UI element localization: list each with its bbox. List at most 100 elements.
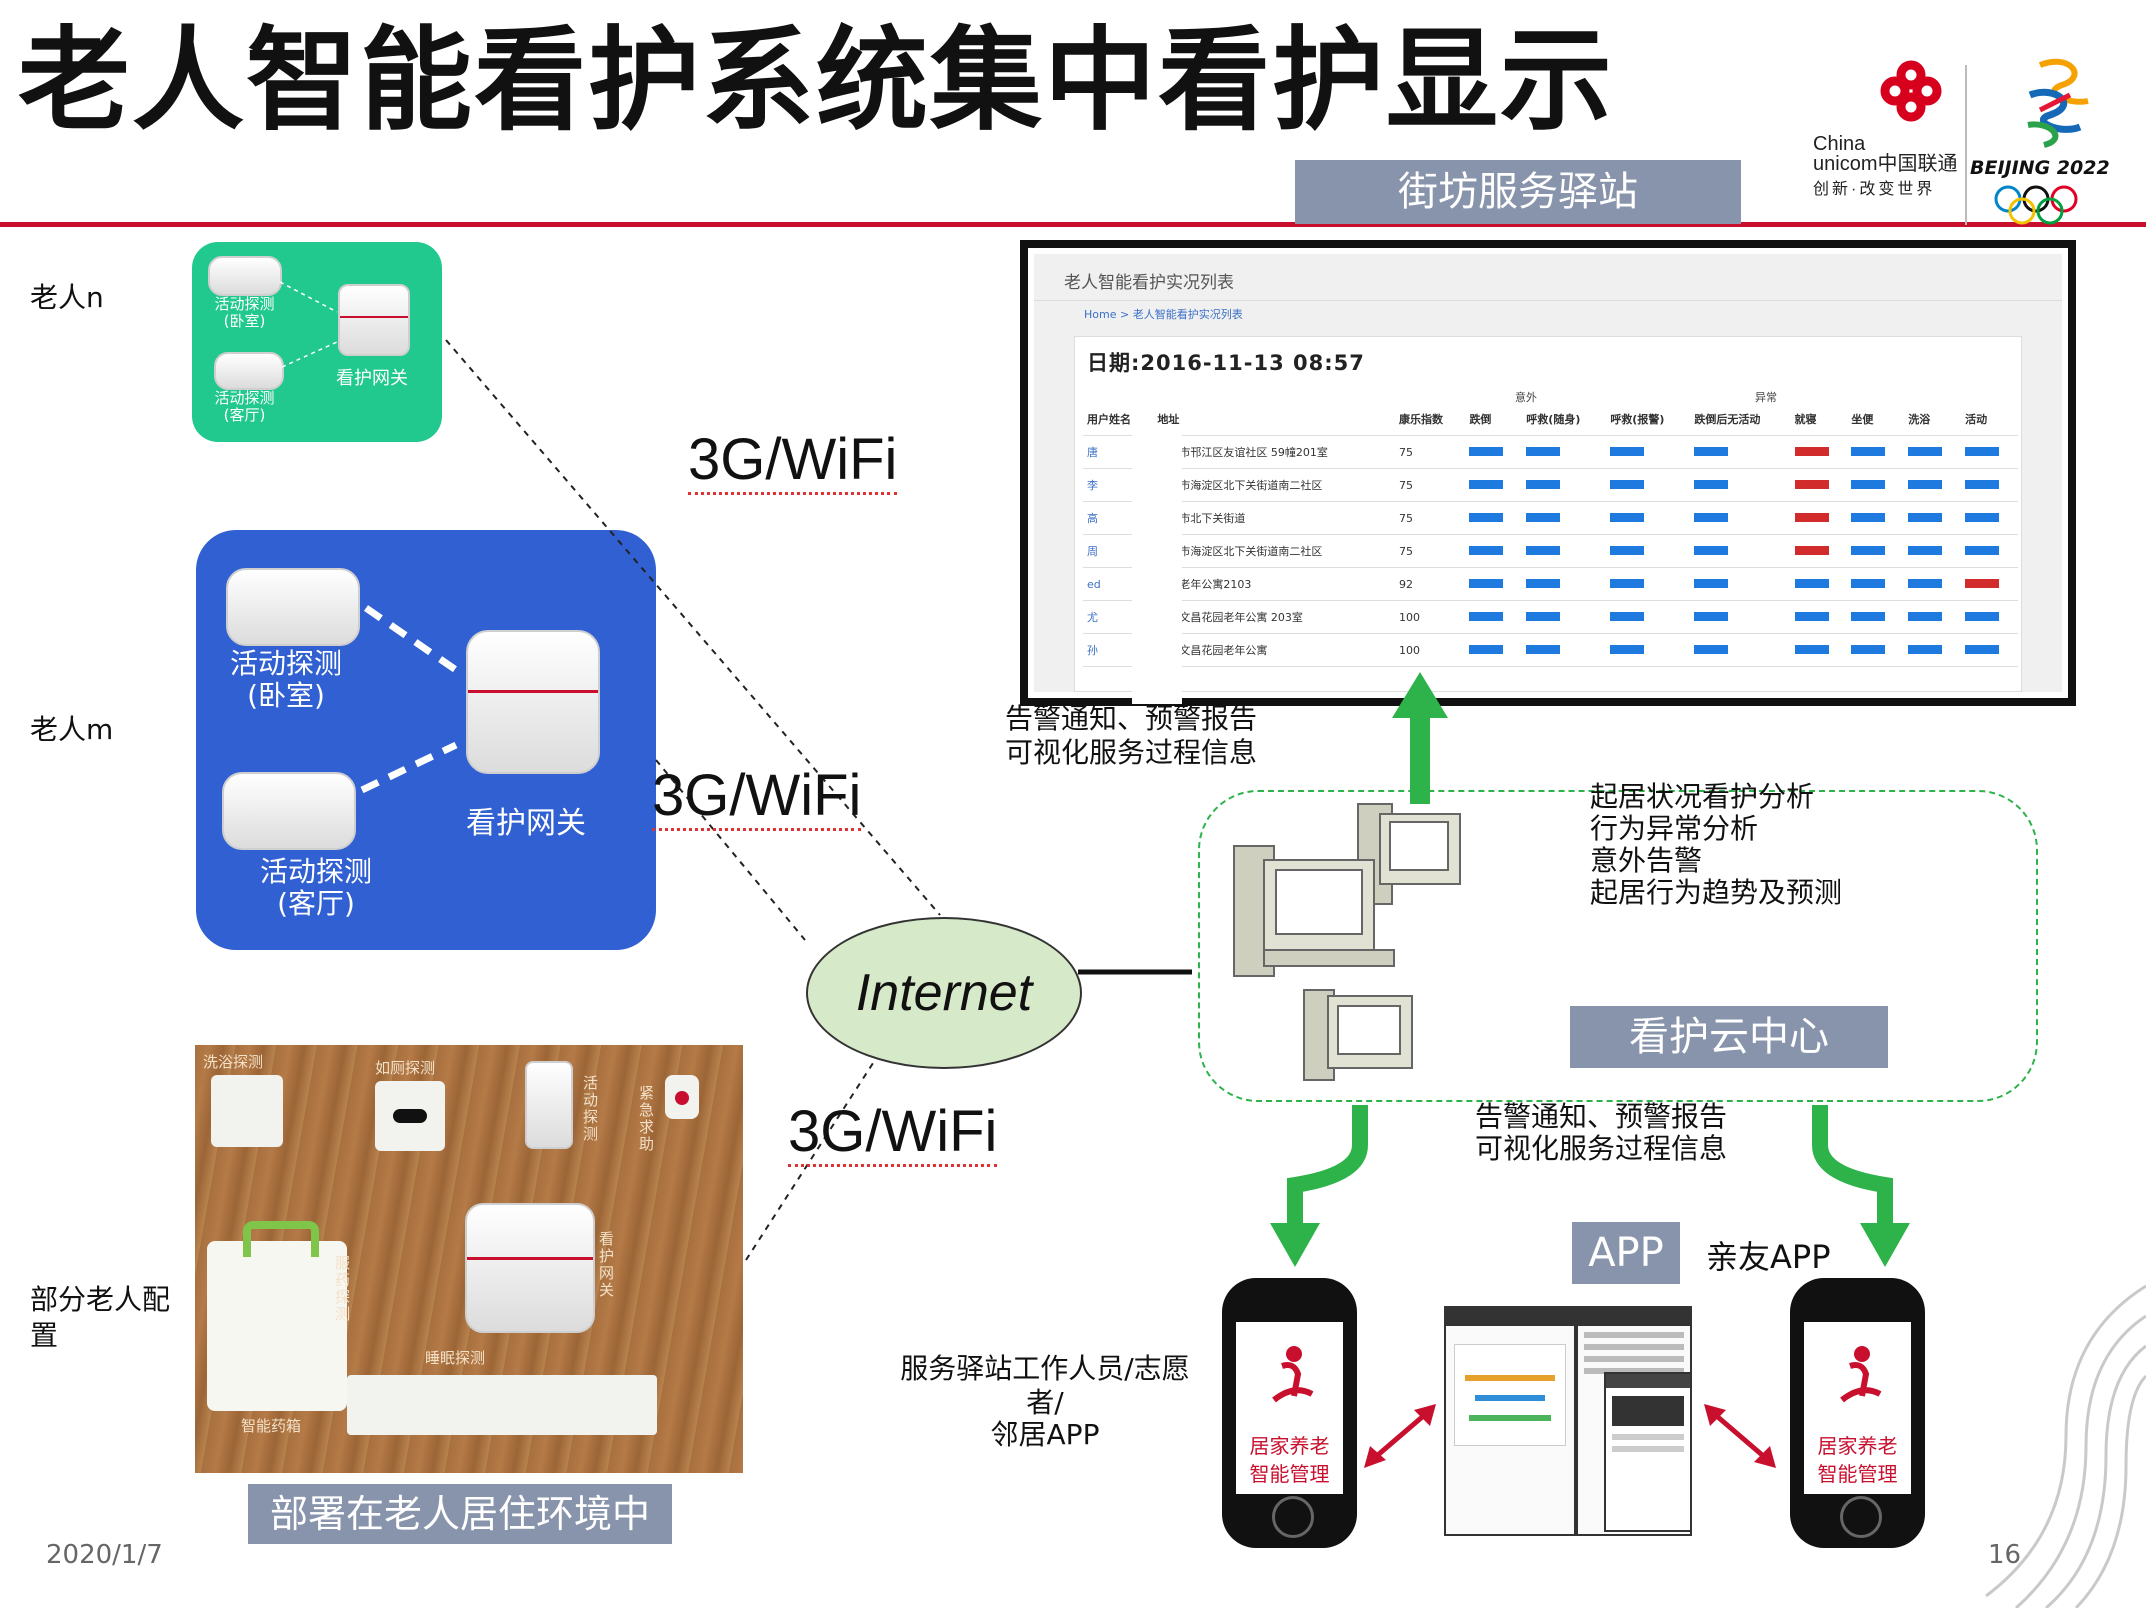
monitor-screen: 老人智能看护实况列表 Home > 老人智能看护实况列表 日期:2016-11-…: [1020, 240, 2076, 706]
normal-status-bar: [1694, 512, 1729, 522]
status-cell: [1847, 534, 1905, 568]
status-cell: [1847, 600, 1905, 634]
normal-status-bar: [1965, 644, 2000, 654]
monitor-breadcrumb[interactable]: Home > 老人智能看护实况列表: [1084, 308, 1243, 321]
alert-caption-bottom-2: 可视化服务过程信息: [1475, 1132, 1728, 1165]
title-divider: [0, 222, 2146, 227]
column-header: 跌倒: [1465, 403, 1523, 436]
row-address: 北京市北下关街道: [1153, 501, 1396, 535]
status-cell: [1961, 468, 2018, 502]
normal-status-bar: [1526, 578, 1561, 588]
normal-status-bar: [1965, 512, 2000, 522]
label-partial-config: 部分老人配置: [30, 1283, 171, 1352]
status-cell: [1904, 600, 1962, 634]
green-sensor-bedroom: 活动探测 (卧室): [214, 295, 275, 330]
normal-status-bar: [1851, 644, 1886, 654]
normal-status-bar: [1794, 611, 1829, 621]
row-score: 100: [1395, 600, 1466, 634]
normal-status-bar: [1694, 446, 1729, 456]
arrow-up-icon: [1392, 672, 1448, 804]
wifi-label-1: 3G/WiFi: [688, 426, 898, 495]
normal-status-bar: [1610, 644, 1645, 654]
page-title: 老人智能看护系统集中看护显示: [18, 16, 1614, 146]
normal-status-bar: [1908, 611, 1943, 621]
sleep-sensor-icon: [347, 1375, 657, 1435]
status-cell: [1522, 633, 1607, 667]
status-cell: [1465, 534, 1523, 568]
wood-sleep-label: 睡眠探测: [424, 1349, 485, 1367]
home-button-icon: [1839, 1496, 1882, 1538]
row-score: 75: [1395, 468, 1466, 502]
staff-caption-1: 服务驿站工作人员/志愿: [900, 1352, 1190, 1385]
wood-bath-label: 洗浴探测: [203, 1053, 264, 1071]
label-elder-n: 老人n: [30, 281, 104, 314]
column-header: 跌倒后无活动: [1690, 403, 1791, 436]
sensor-device-icon: [208, 256, 282, 296]
elder-care-logo-icon: [1272, 1346, 1314, 1403]
status-cell: [1690, 600, 1791, 634]
arrow-down-right-icon: [1812, 1105, 1910, 1267]
column-header: 呼救(报警): [1606, 403, 1691, 436]
status-cell: [1961, 501, 2018, 535]
status-cell: [1904, 501, 1962, 535]
cloud-center-box: [1198, 790, 2038, 1102]
status-cell: [1790, 501, 1848, 535]
table-header-row: 用户姓名地址康乐指数跌倒呼救(随身)呼救(报警)跌倒后无活动就寝坐便洗浴活动: [1083, 403, 2018, 436]
normal-status-bar: [1851, 545, 1886, 555]
blue-sensor-bedroom-l2: (卧室): [247, 679, 325, 712]
double-arrow-right-icon: [1704, 1404, 1776, 1468]
status-cell: [1847, 468, 1905, 502]
status-cell: [1790, 633, 1848, 667]
deploy-bar: 部署在老人居住环境中: [248, 1484, 672, 1544]
status-cell: [1790, 534, 1848, 568]
bath-sensor-icon: [211, 1075, 283, 1147]
normal-status-bar: [1526, 611, 1561, 621]
cloud-center-bar: 看护云中心: [1570, 1006, 1888, 1068]
normal-status-bar: [1965, 479, 2000, 489]
logo-area: China unicom中国联通 创新·改变世界 BEIJING 2022: [1805, 55, 2135, 235]
normal-status-bar: [1908, 446, 1943, 456]
footer-date: 2020/1/7: [46, 1540, 163, 1570]
olympic-text: BEIJING 2022: [1970, 157, 2110, 179]
family-phone: 居家养老 智能管理: [1790, 1278, 1925, 1548]
servers-icon: [1233, 803, 1461, 1081]
status-cell: [1904, 633, 1962, 667]
status-cell: [1961, 534, 2018, 568]
toilet-sensor-icon: [375, 1081, 445, 1151]
normal-status-bar: [1794, 578, 1829, 588]
gateway-device-icon: [338, 284, 410, 356]
unicom-text-1: China: [1813, 133, 1866, 155]
gateway-device-icon: [465, 1203, 595, 1333]
unicom-text-2: unicom中国联通: [1813, 153, 1958, 175]
row-address: 北京市海淀区北下关街道南二社区: [1153, 468, 1396, 502]
column-header: 就寝: [1790, 403, 1848, 436]
alert-caption-top-2: 可视化服务过程信息: [1005, 736, 1258, 769]
normal-status-bar: [1851, 512, 1886, 522]
double-arrow-left-icon: [1364, 1404, 1436, 1468]
status-cell: [1690, 567, 1791, 601]
page-number: 16: [1988, 1540, 2022, 1570]
column-header: 坐便: [1847, 403, 1905, 436]
status-cell: [1690, 468, 1791, 502]
blue-sensor-living-l1: 活动探测: [259, 855, 372, 888]
alert-status-bar: [1794, 545, 1829, 555]
group-abnormal: 异常: [1755, 391, 1777, 404]
status-cell: [1522, 435, 1607, 469]
column-header: 呼救(随身): [1522, 403, 1607, 436]
normal-status-bar: [1851, 446, 1886, 456]
logo-divider: [1965, 65, 1967, 225]
status-cell: [1961, 435, 2018, 469]
normal-status-bar: [1610, 611, 1645, 621]
row-score: 75: [1395, 501, 1466, 535]
status-cell: [1847, 567, 1905, 601]
staff-caption-3: 邻居APP: [990, 1418, 1100, 1451]
green-gateway-label: 看护网关: [336, 368, 408, 389]
